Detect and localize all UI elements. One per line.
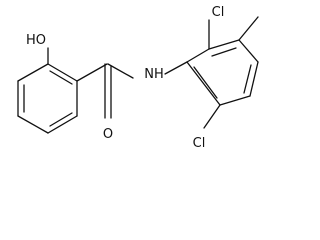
- molecule-drawing: HO O NH Cl Cl: [17, 5, 259, 151]
- ring-a-bond: [47, 115, 78, 134]
- carbonyl-to-nitrogen-bond: [107, 63, 134, 79]
- ring-b-bond: [238, 39, 259, 63]
- amide-nh-label: NH: [144, 67, 164, 82]
- upper-chlorine-label: Cl: [212, 5, 225, 20]
- ring-b-bond: [208, 39, 240, 50]
- ring-b-bond: [186, 48, 210, 63]
- ring-b-bond: [186, 61, 221, 106]
- ring-a-double-bond: [49, 70, 73, 85]
- hydroxyphenyl-ring: [17, 63, 78, 134]
- ring-a-bond: [17, 63, 49, 82]
- lower-chlorine-bond: [203, 104, 221, 129]
- ring-b-double-bond: [243, 64, 252, 94]
- ring-b-double-bond: [211, 47, 237, 57]
- methyl-bond: [238, 16, 259, 41]
- carbonyl-oxygen-label: O: [103, 127, 113, 142]
- ring-a-double-bond: [49, 112, 73, 127]
- ring-b-double-bond: [193, 66, 218, 99]
- lower-chlorine-label: Cl: [193, 136, 206, 151]
- ring-b-bond: [219, 95, 251, 106]
- ring-a-bond: [17, 115, 49, 134]
- structure-canvas: HO O NH Cl Cl: [17, 5, 259, 151]
- dichloromethylphenyl-ring: [186, 39, 259, 106]
- ring-to-carbonyl-bond: [76, 63, 108, 82]
- ring-b-bond: [249, 61, 259, 97]
- nitrogen-to-ring-bond: [164, 61, 188, 75]
- hydroxyl-label: HO: [26, 33, 46, 48]
- ring-a-bond: [47, 63, 78, 82]
